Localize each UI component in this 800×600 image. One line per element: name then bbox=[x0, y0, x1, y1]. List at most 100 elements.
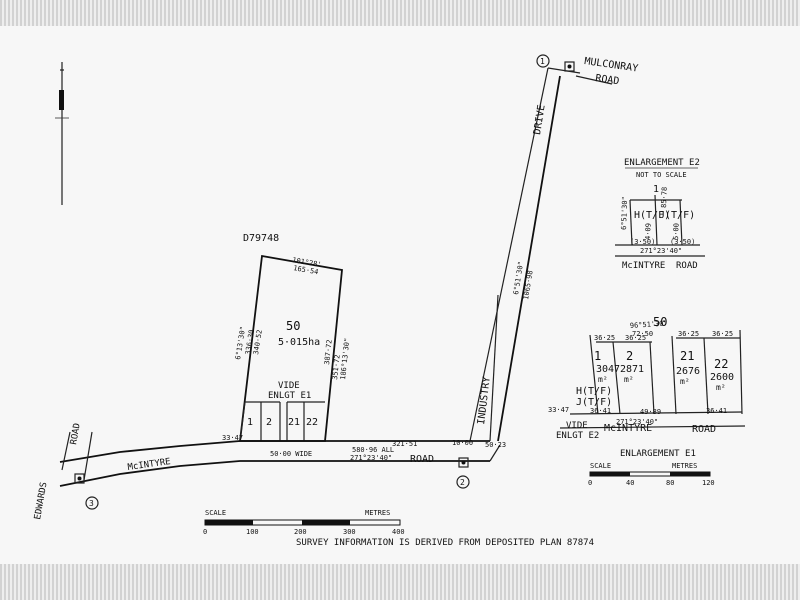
lot-50-area: 5·015ha bbox=[278, 337, 320, 348]
e2-dims-a: 85·78 bbox=[660, 187, 669, 208]
marker-2-label: 2 bbox=[460, 478, 465, 487]
e2-title: ENLARGEMENT E2 bbox=[624, 158, 700, 168]
e1-j-label: J(T/F) bbox=[576, 397, 612, 408]
enlargement-e1-drawing bbox=[559, 329, 746, 429]
e1-lot-1: 1 bbox=[594, 349, 601, 363]
e1-area-1: 3047 bbox=[596, 364, 620, 375]
scan-noise-top bbox=[0, 0, 800, 26]
left-dist2-label: 336·30 bbox=[244, 329, 256, 355]
e1-top-bearing: 96°51'30" bbox=[630, 319, 668, 330]
edwards-road-label: ROAD bbox=[69, 422, 83, 445]
lot-2-label: 2 bbox=[266, 417, 272, 428]
dist-3347-label: 33·47 bbox=[222, 434, 243, 442]
e1-bearing: 271°23'40" bbox=[616, 418, 658, 426]
e2-dims-b: 4·09 bbox=[644, 223, 653, 240]
road-label: ROAD bbox=[410, 454, 434, 465]
lot-1-label: 1 bbox=[247, 417, 253, 428]
scale-label: SCALE bbox=[205, 509, 226, 517]
e1-lot-21: 21 bbox=[680, 349, 694, 363]
e2-bearing: 271°23'40" bbox=[640, 247, 682, 255]
mulconray-label: MULCONRAY bbox=[584, 56, 639, 74]
e1-area-22: 2600 bbox=[710, 372, 734, 383]
scale-tick-400: 400 bbox=[392, 528, 405, 536]
e1-road: ROAD bbox=[692, 424, 716, 435]
lot-22-label: 22 bbox=[306, 417, 318, 428]
survey-note: SURVEY INFORMATION IS DERIVED FROM DEPOS… bbox=[296, 538, 594, 548]
e1-d3625c: 36·25 bbox=[678, 330, 699, 338]
enlargement-e2-drawing bbox=[615, 167, 705, 257]
vide-label: VIDE bbox=[278, 381, 300, 391]
parcel-ref-label: D79748 bbox=[243, 233, 279, 244]
left-dist1-label: 340·52 bbox=[252, 329, 264, 355]
scan-noise-bottom bbox=[0, 564, 800, 600]
e1-enlgt-e2: ENLGT E2 bbox=[556, 431, 599, 441]
dist-1000-label: 10·00 bbox=[452, 439, 473, 447]
edwards-label: EDWARDS bbox=[33, 481, 49, 520]
drive-dist-label: 1065·98 bbox=[522, 270, 535, 300]
lot-50-label: 50 bbox=[286, 319, 300, 333]
e1-lot-22: 22 bbox=[714, 357, 728, 371]
metres-label: METRES bbox=[365, 509, 390, 517]
e1-d3625d: 36·25 bbox=[712, 330, 733, 338]
e1-d4989: 49·89 bbox=[640, 408, 661, 416]
marker-3-label: 3 bbox=[89, 499, 94, 508]
mulconray-road-label: ROAD bbox=[595, 73, 620, 87]
e1-unit-1: m² bbox=[598, 375, 608, 384]
e2-dims-c: 5·00 bbox=[672, 223, 681, 240]
dist-32151-label: 321·51 bbox=[392, 440, 417, 448]
e1-unit-2: m² bbox=[624, 375, 634, 384]
e1-d3641a: 36·41 bbox=[590, 407, 611, 415]
scale-tick-100: 100 bbox=[246, 528, 259, 536]
e1-lot-2: 2 bbox=[626, 349, 633, 363]
survey-markers bbox=[74, 54, 575, 510]
scale-tick-0: 0 bbox=[203, 528, 207, 536]
e1-lot-50: 50 bbox=[653, 315, 667, 329]
road-bearing-label: 271°23'40" bbox=[350, 454, 392, 462]
e1-vide: VIDE bbox=[566, 421, 588, 431]
e2-dims-left: 6°51'30" bbox=[620, 196, 629, 230]
e1-scale-tick-120: 120 bbox=[702, 479, 715, 487]
e2-h-label: H(T/F) bbox=[634, 210, 670, 221]
e1-h-label: H(T/F) bbox=[576, 386, 612, 397]
dist-5023-label: 50·23 bbox=[485, 441, 506, 449]
marker-1-label: 1 bbox=[540, 57, 545, 66]
e2-subtitle: NOT TO SCALE bbox=[636, 171, 687, 179]
e1-d3347: 33·47 bbox=[548, 406, 569, 414]
enlgt-e1-label: ENLGT E1 bbox=[268, 391, 311, 401]
road-dims-label: 580·96 ALL bbox=[352, 446, 394, 454]
e2-lot: 1 bbox=[653, 184, 659, 195]
e1-scale-tick-80: 80 bbox=[666, 479, 674, 487]
north-arrow-icon bbox=[55, 62, 69, 205]
scale-bar-e1 bbox=[589, 471, 711, 477]
e1-area-21: 2676 bbox=[676, 366, 700, 377]
right-dist1-label: 387·72 bbox=[323, 339, 334, 365]
lot-21-label: 21 bbox=[288, 417, 300, 428]
e1-scale-tick-40: 40 bbox=[626, 479, 634, 487]
e1-scale-label: SCALE bbox=[590, 462, 611, 470]
industry-label: INDUSTRY bbox=[476, 376, 493, 425]
scale-bar-main bbox=[204, 519, 401, 526]
e1-d3625a: 36·25 bbox=[594, 334, 615, 342]
scale-tick-300: 300 bbox=[343, 528, 356, 536]
small-lots bbox=[239, 401, 325, 442]
road-width-label: 50·00 WIDE bbox=[270, 450, 312, 458]
e1-metres-label: METRES bbox=[672, 462, 697, 470]
e2-street: McINTYRE bbox=[622, 261, 665, 271]
e1-d3641b: 36·41 bbox=[706, 407, 727, 415]
e1-unit-22: m² bbox=[716, 383, 726, 392]
e1-top-dist: 72·50 bbox=[632, 330, 653, 338]
e1-area-2: 2871 bbox=[620, 364, 644, 375]
edwards-road bbox=[61, 431, 93, 481]
e2-bottom-b: (3·50) bbox=[670, 238, 695, 246]
scale-tick-200: 200 bbox=[294, 528, 307, 536]
e1-street: McINTYRE bbox=[604, 423, 652, 434]
drive-label: DRIVE bbox=[532, 104, 548, 135]
e2-road: ROAD bbox=[676, 261, 698, 271]
mcintyre-road bbox=[59, 294, 501, 487]
e1-d3625b: 36·25 bbox=[625, 334, 646, 342]
right-dist2-label: 351·72 bbox=[331, 354, 342, 380]
e1-scale-tick-0: 0 bbox=[588, 479, 592, 487]
e2-bottom-a: (3·50) bbox=[630, 238, 655, 246]
e1-unit-21: m² bbox=[680, 377, 690, 386]
